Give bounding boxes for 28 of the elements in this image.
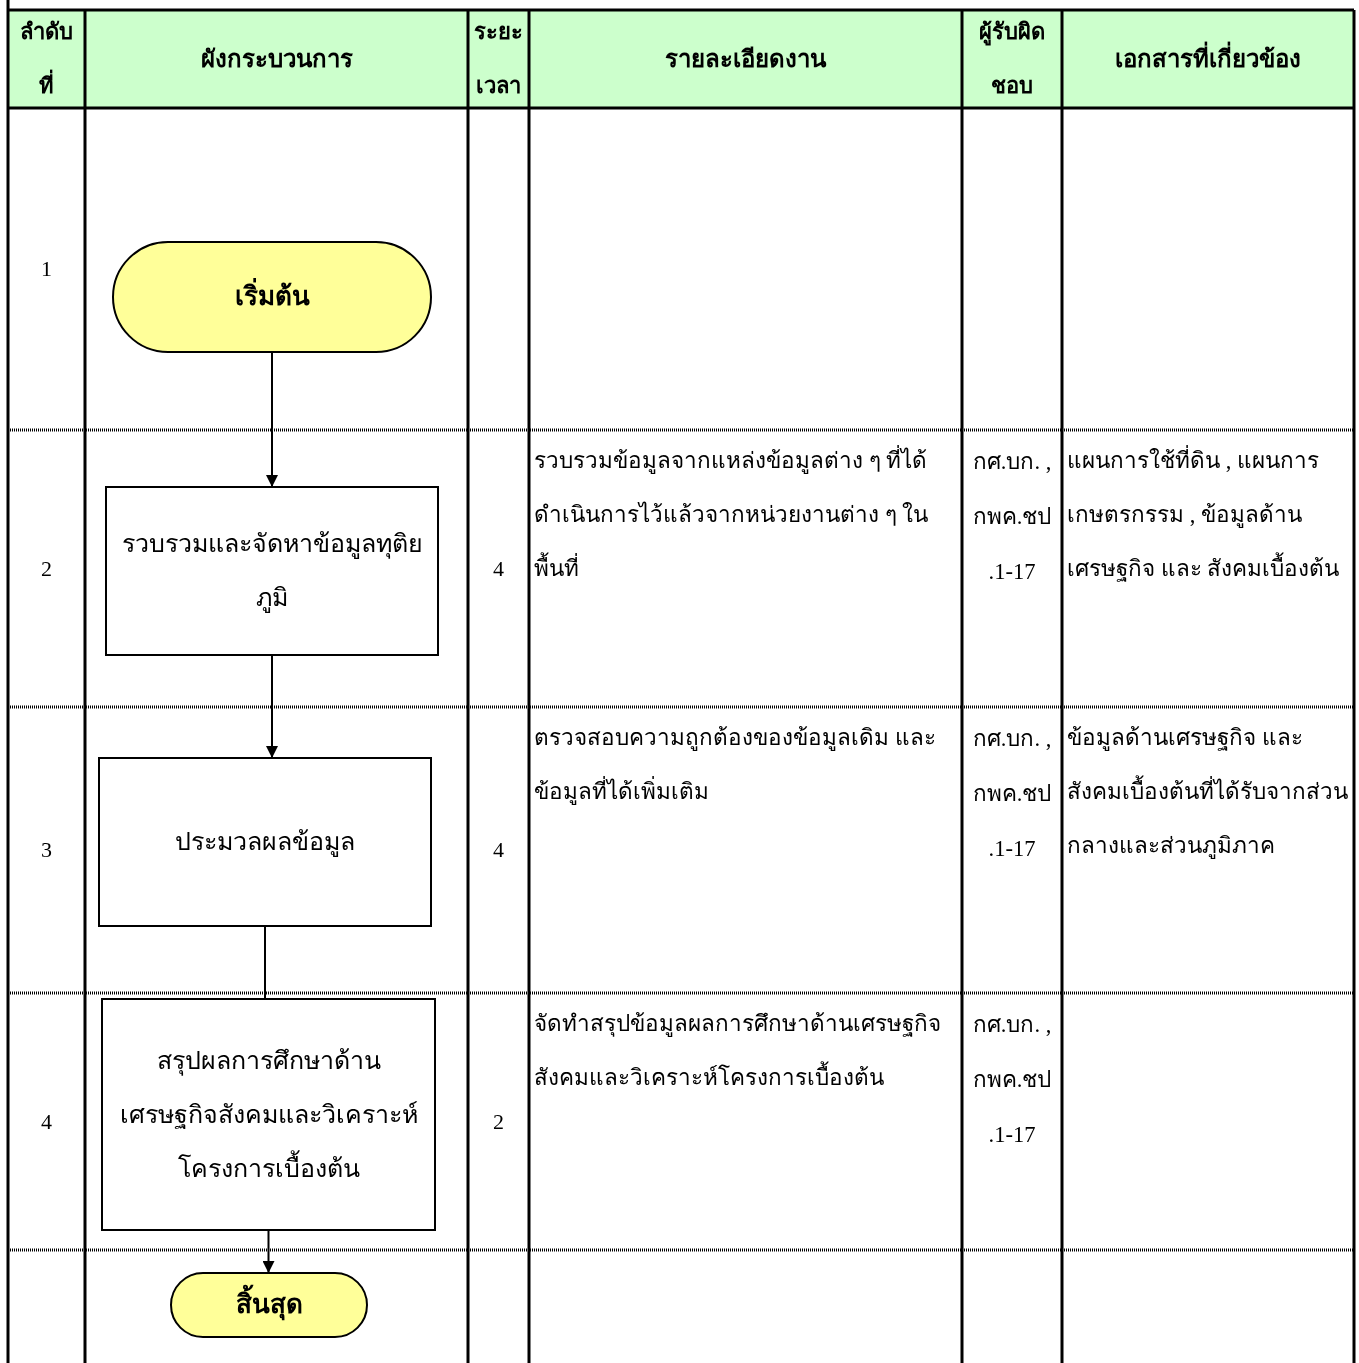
table-text: 2 — [493, 1108, 504, 1135]
connector-line — [264, 926, 266, 999]
process-box: ประมวลผลข้อมูล — [98, 757, 432, 927]
related-document: ข้อมูลด้านเศรษฐกิจ และ สังคมเบื้องต้นที่ได้รับจากส่วนกลางและส่วนภูมิภาค — [1067, 724, 1349, 861]
column-header: ลำดับที่ — [20, 18, 73, 100]
arrow — [262, 1230, 275, 1273]
table-text: 3 — [41, 837, 52, 863]
column-header: ผังกระบวนการ — [200, 45, 353, 74]
task-description: จัดทำสรุปข้อมูลผลการศึกษาด้านเศรษฐกิจสังคมและวิเคราะห์โครงการเบื้องต้น — [534, 1010, 942, 1092]
column-header: รายละเอียดงาน — [665, 45, 826, 74]
table-text: 4 — [493, 837, 504, 863]
related-document: แผนการใช้ที่ดิน , แผนการเกษตรกรรม , ข้อมูลด้านเศรษฐกิจ และ สังคมเบื้องต้น — [1067, 434, 1349, 596]
table-text: 4 — [41, 1108, 52, 1135]
table-text: 4 — [493, 555, 504, 582]
table-text: 1 — [41, 256, 52, 282]
column-header: ผู้รับผิดชอบ — [978, 18, 1046, 100]
column-header: ระยะเวลา — [474, 18, 523, 100]
arrow — [266, 352, 278, 487]
table-text: 2 — [41, 555, 52, 582]
arrow — [266, 655, 278, 758]
responsible-unit: กศ.บก. , กพค.ชป .1-17 — [972, 448, 1052, 586]
process-box: สรุปผลการศึกษาด้านเศรษฐกิจสังคมและวิเคราะห์โครงการเบื้องต้น — [101, 998, 436, 1231]
responsible-unit: กศ.บก. , กพค.ชป .1-17 — [972, 1011, 1052, 1149]
task-description: รวบรวมข้อมูลจากแหล่งข้อมูลต่าง ๆ ที่ได้ดำเนินการไว้แล้วจากหน่วยงานต่าง ๆ ในพื้นที่ — [534, 434, 957, 596]
process-box: รวบรวมและจัดหาข้อมูลทุติยภูมิ — [105, 486, 439, 656]
responsible-unit: กศ.บก. , กพค.ชป .1-17 — [972, 725, 1052, 863]
column-header: เอกสารที่เกี่ยวข้อง — [1115, 32, 1301, 86]
task-description: ตรวจสอบความถูกต้องของข้อมูลเดิม และ ข้อมูลที่ได้เพิ่มเติม — [534, 724, 937, 807]
